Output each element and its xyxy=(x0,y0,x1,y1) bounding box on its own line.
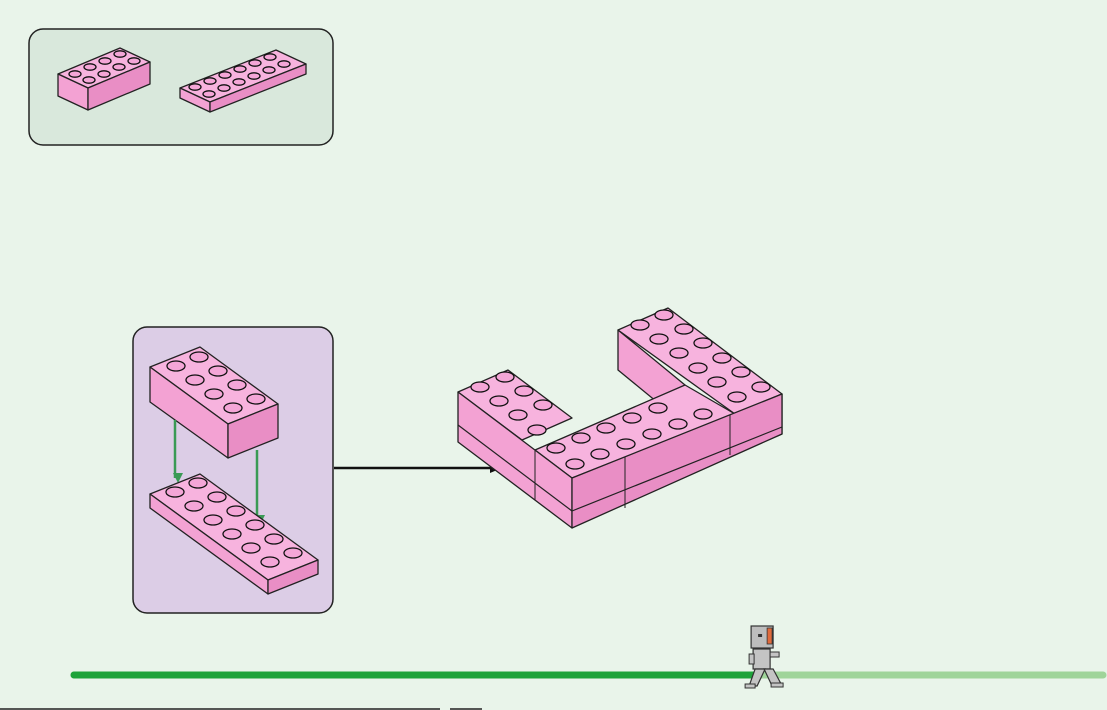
parts-list-panel xyxy=(29,29,333,145)
minifigure-walker-icon xyxy=(745,626,783,688)
main-assembly-model xyxy=(458,308,782,528)
progress-bar xyxy=(74,626,1103,688)
sub-assembly-panel xyxy=(133,327,333,613)
